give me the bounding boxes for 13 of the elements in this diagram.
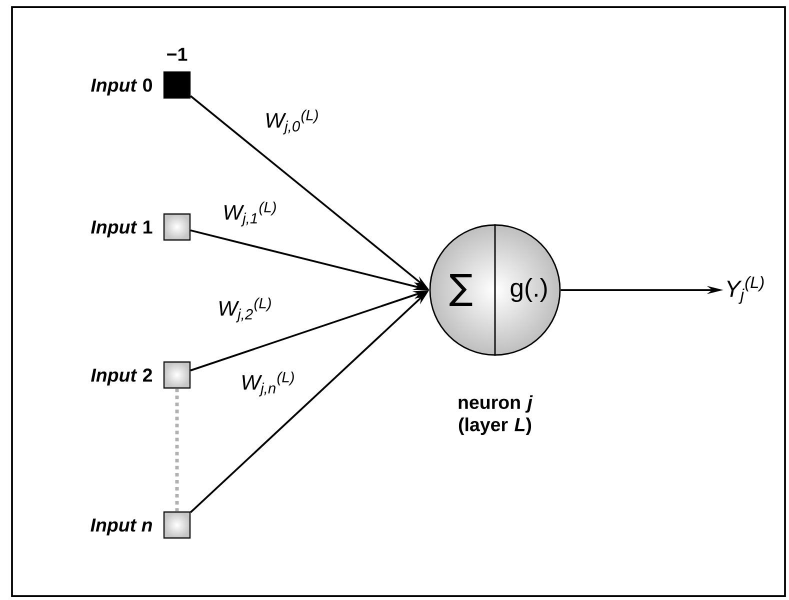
input-label: Input 2 — [91, 368, 152, 386]
weight-label: W$_{j,n}$(L) — [242, 372, 294, 396]
sum-symbol: ∑ — [450, 274, 472, 306]
input-label: Input 0 — [91, 78, 152, 96]
output-label: Y$_{j}$(L) — [727, 276, 764, 304]
neuron-caption: neuron j (layer L) — [458, 395, 533, 435]
weight-label: W$_{j,0}$(L) — [266, 110, 318, 134]
input-label: Input n — [90, 518, 152, 536]
bias-value: −1 — [167, 48, 188, 61]
weight-label: W$_{j,2}$(L) — [219, 298, 271, 322]
activation-function: g(.) — [510, 278, 547, 302]
input-label: Input 1 — [91, 220, 152, 238]
weight-label: W$_{j,1}$(L) — [224, 202, 276, 226]
